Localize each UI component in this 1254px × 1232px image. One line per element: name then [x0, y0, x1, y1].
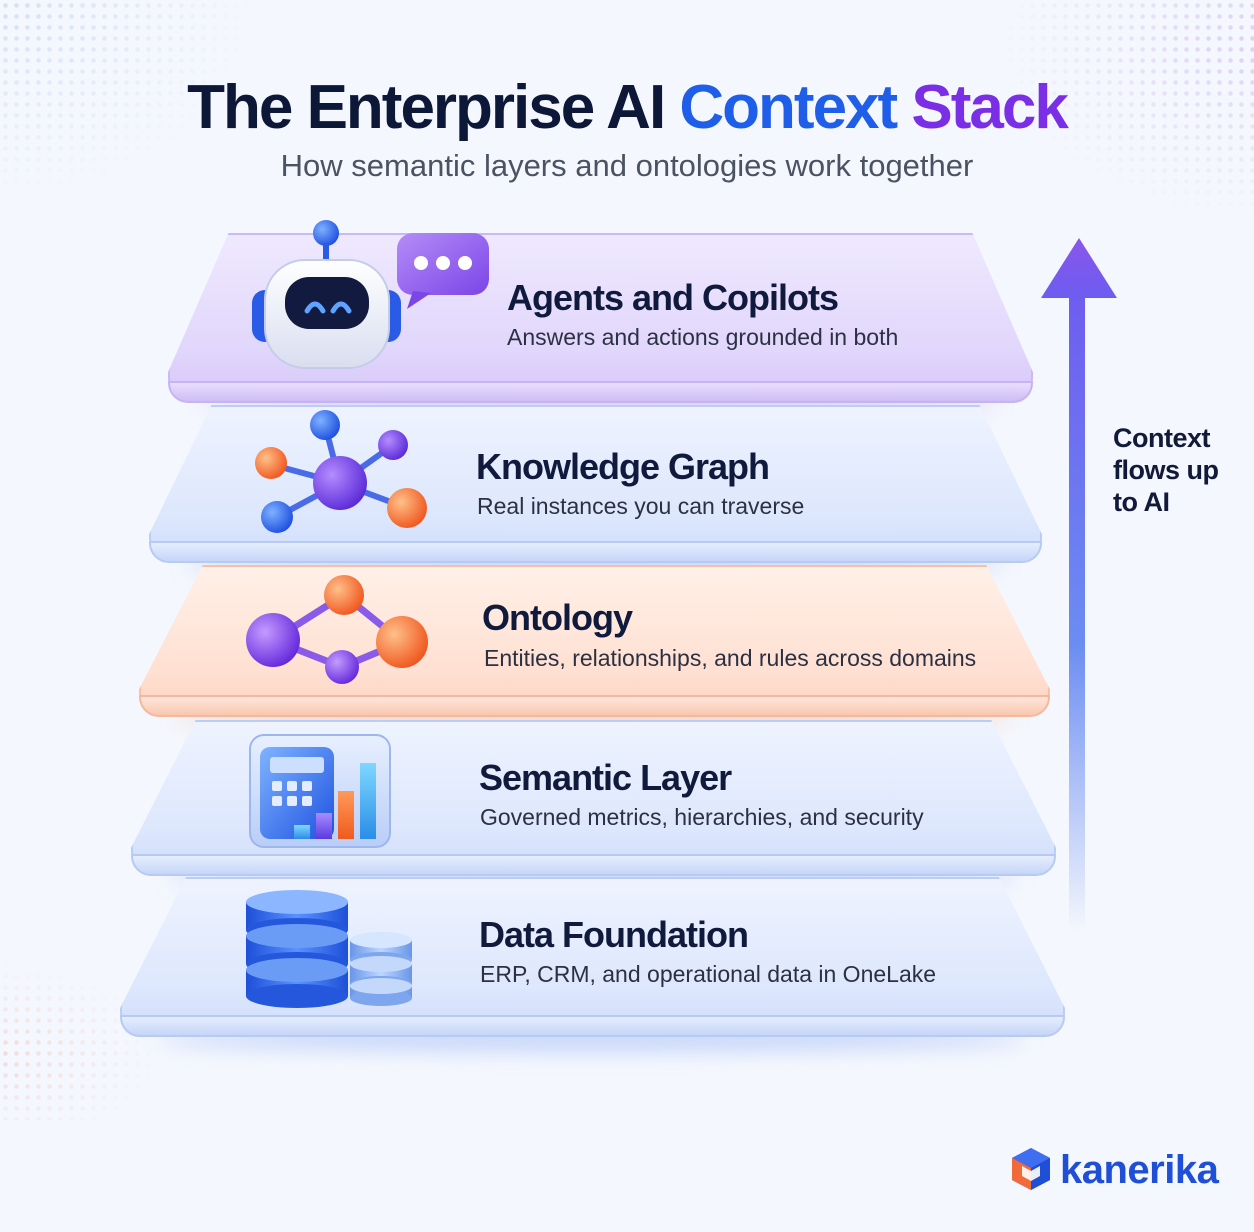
arrow-label-line: flows up: [1113, 455, 1219, 485]
layer-description: Entities, relationships, and rules acros…: [484, 645, 977, 671]
layer-description: Governed metrics, hierarchies, and secur…: [480, 804, 924, 830]
layer-description: ERP, CRM, and operational data in OneLak…: [480, 961, 937, 987]
arrow-label: Context flows up to AI: [1113, 422, 1219, 518]
layer-heading: Semantic Layer: [479, 757, 732, 798]
kanerika-cube-logo: [1012, 1148, 1050, 1190]
ontology-molecule-icon: [246, 575, 428, 684]
layer-description: Answers and actions grounded in both: [507, 324, 899, 350]
decorative-dots-top-left: [0, 0, 260, 200]
arrow-label-line: to AI: [1113, 487, 1170, 517]
title-part-dark: The Enterprise AI: [187, 73, 666, 142]
knowledge-graph-icon: [255, 410, 427, 533]
calculator-chart-icon: [249, 734, 391, 848]
layer-lip: [168, 381, 1033, 403]
page-title: The Enterprise AI Context Stack: [0, 72, 1254, 143]
robot-chat-icon: [252, 220, 489, 369]
context-flow-arrow-shaft: [1069, 292, 1085, 932]
title-part-blue: Context: [679, 73, 898, 142]
layer-lip: [131, 854, 1056, 876]
layer-slab: [149, 405, 1042, 563]
page-subtitle: How semantic layers and ontologies work …: [280, 148, 974, 183]
layer-lip: [139, 695, 1050, 717]
decorative-dots-top-right: [994, 0, 1254, 220]
layer-lip: [120, 1015, 1065, 1037]
arrow-label-line: Context: [1113, 423, 1210, 453]
arrow-up-icon: [1041, 238, 1117, 298]
layer-lip: [149, 541, 1042, 563]
layer-heading: Knowledge Graph: [476, 446, 770, 487]
layer-heading: Data Foundation: [479, 914, 749, 955]
layer-description: Real instances you can traverse: [477, 493, 805, 519]
database-icon: [246, 890, 412, 1008]
title-part-purple: Stack: [911, 73, 1068, 142]
brand-name: kanerika: [1060, 1148, 1219, 1192]
layer-heading: Agents and Copilots: [507, 277, 839, 318]
layer-heading: Ontology: [482, 597, 633, 638]
